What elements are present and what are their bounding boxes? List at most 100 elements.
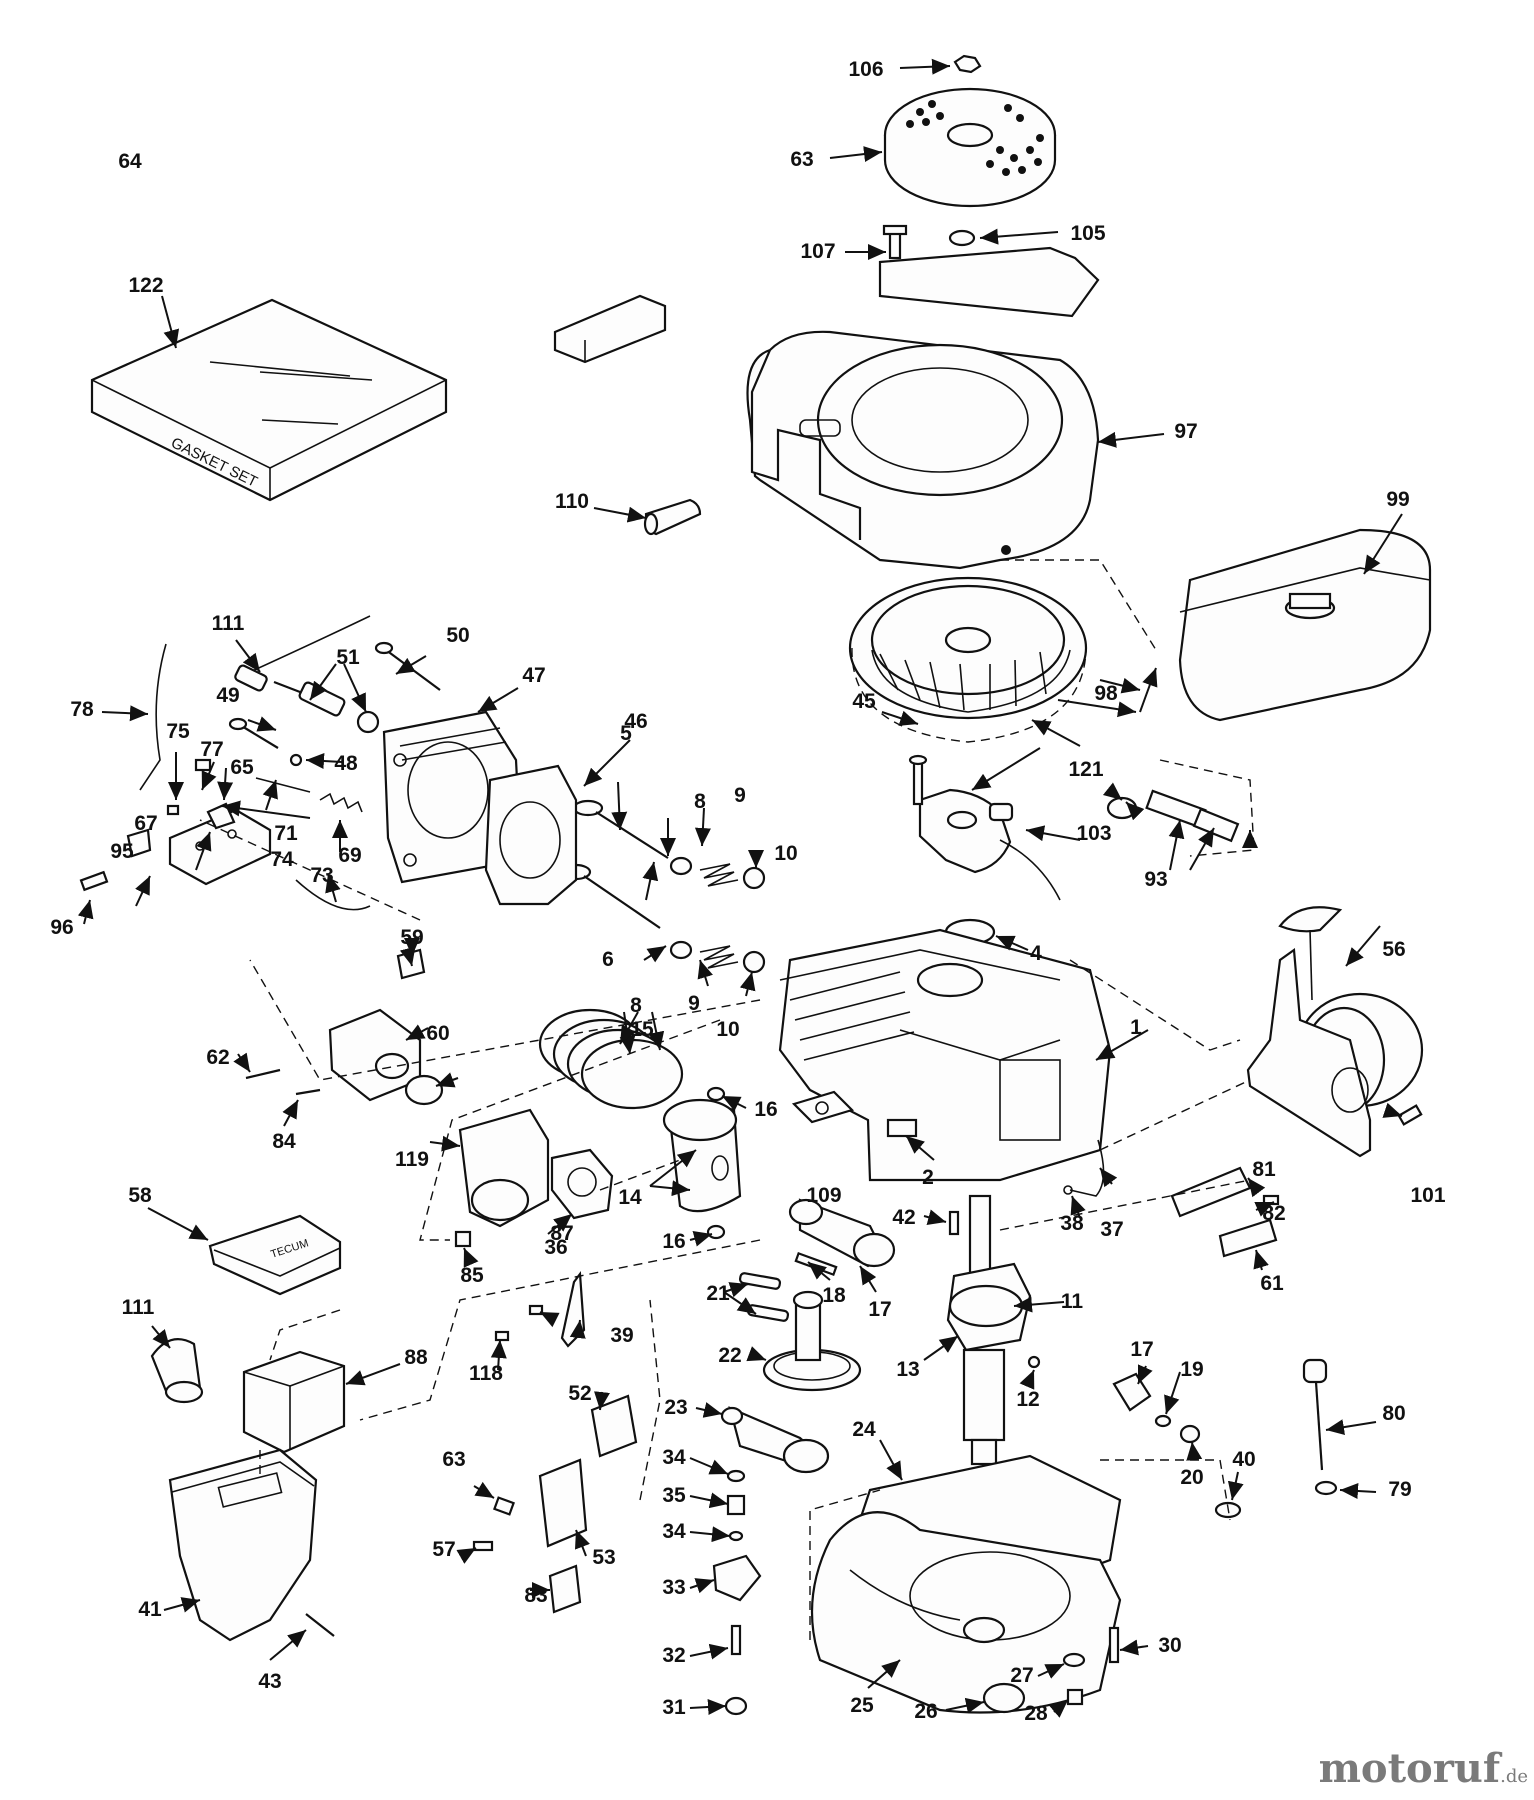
callout-label: 38	[1060, 1212, 1084, 1235]
callout-label: 21	[706, 1282, 730, 1305]
callout-label: 34	[662, 1446, 686, 1469]
camshaft	[762, 1290, 862, 1392]
callout-label: 61	[1260, 1272, 1284, 1295]
recoil-starter	[1246, 906, 1424, 1158]
callout-label: 93	[1144, 868, 1167, 891]
callout-label: 105	[1070, 222, 1105, 245]
callout-label: 110	[555, 490, 589, 513]
callout-label: 122	[128, 274, 163, 297]
washer-79	[1314, 1480, 1338, 1496]
callout-label: 81	[1252, 1158, 1276, 1181]
valve-train	[560, 799, 766, 974]
callout-label: 27	[1010, 1664, 1033, 1687]
intake-screen	[882, 54, 1057, 260]
callout-label: 87	[550, 1222, 573, 1245]
callout-label: 60	[426, 1022, 449, 1045]
callout-label: 63	[442, 1448, 465, 1471]
callout-label: 17	[868, 1298, 891, 1321]
callout-label: 96	[50, 916, 73, 939]
callout-label: 35	[662, 1484, 686, 1507]
callout-label: 11	[1061, 1290, 1084, 1313]
callout-label: 24	[852, 1418, 876, 1441]
callout-label: 71	[274, 822, 298, 845]
callout-label: 95	[110, 840, 134, 863]
callout-label: 37	[1100, 1218, 1123, 1241]
callout-label: 69	[338, 844, 361, 867]
callout-label: 119	[395, 1148, 429, 1171]
callout-label: 34	[662, 1520, 686, 1543]
pin-12	[1027, 1355, 1041, 1369]
callout-label: 56	[1382, 938, 1405, 961]
callout-label: 25	[850, 1694, 874, 1717]
callout-label: 107	[800, 240, 835, 263]
connecting-rod	[788, 1198, 896, 1277]
callout-label: 15	[630, 1018, 654, 1041]
spark-plug	[273, 680, 380, 734]
callout-label: 78	[70, 698, 94, 721]
callout-label: 28	[1024, 1702, 1048, 1725]
callout-arrows	[77, 58, 1403, 1718]
callout-label: 106	[848, 58, 883, 81]
callout-label: 36	[544, 1236, 567, 1259]
callout-label: 17	[1130, 1338, 1153, 1361]
screw-103	[1397, 1104, 1423, 1126]
air-cleaner-cover: TECUM	[208, 1214, 342, 1296]
callout-label: 39	[610, 1324, 633, 1347]
callout-label: 75	[166, 720, 190, 743]
callout-label: 49	[216, 684, 239, 707]
callout-label: 80	[1382, 1402, 1405, 1425]
air-filter-element	[242, 1350, 346, 1454]
callout-label: 64	[118, 150, 142, 173]
intake-manifold	[245, 948, 444, 1106]
callout-label: 4	[1030, 942, 1042, 965]
washer-48	[289, 753, 303, 767]
piston-rings	[538, 1008, 684, 1110]
callout-label: 43	[258, 1670, 281, 1693]
bolt-45	[908, 754, 928, 806]
callout-label: 9	[734, 784, 746, 807]
callout-label: 82	[1262, 1202, 1285, 1225]
callout-label: 31	[662, 1696, 686, 1719]
callout-label: 48	[334, 752, 358, 775]
callout-label: 10	[716, 1018, 739, 1041]
callout-label: 63	[790, 148, 813, 171]
watermark-brand: motoruf	[1318, 1745, 1501, 1792]
fuel-line-hoses	[1106, 759, 1255, 857]
callout-label: 8	[630, 994, 642, 1017]
rod-cap	[1112, 1372, 1201, 1444]
callout-label: 1	[1130, 1016, 1142, 1039]
callout-label: 121	[1068, 758, 1103, 781]
callout-label: 52	[568, 1382, 591, 1405]
callout-label: 50	[446, 624, 469, 647]
watermark-suffix: .de	[1500, 1766, 1528, 1787]
callout-label: 12	[1016, 1388, 1039, 1411]
callout-label: 47	[522, 664, 545, 687]
spacer-tube	[643, 498, 702, 536]
carburetor	[454, 1108, 614, 1248]
callout-label: 32	[662, 1644, 685, 1667]
crankshaft	[946, 1194, 1032, 1466]
callout-label: 59	[400, 926, 423, 949]
crankcase-cover-base	[810, 1454, 1122, 1714]
callout-label: 14	[618, 1186, 642, 1209]
callout-label: 6	[602, 948, 614, 971]
callout-label: 45	[852, 690, 876, 713]
callout-label: 73	[310, 864, 333, 887]
callout-label: 65	[230, 756, 254, 779]
watermark-logo: motoruf.de	[1319, 1745, 1528, 1792]
callout-label: 13	[896, 1358, 919, 1381]
callout-label: 8	[694, 790, 706, 813]
cylinder-head	[382, 710, 522, 884]
governor-lever	[494, 1270, 586, 1348]
screw-43	[305, 1613, 335, 1637]
air-cleaner-body	[168, 1448, 318, 1642]
retainer-16-upper	[706, 1086, 726, 1102]
callout-label: 58	[128, 1184, 152, 1207]
callout-label: 101	[1410, 1184, 1445, 1207]
ignition-module	[918, 788, 1061, 901]
callout-label: 88	[404, 1346, 428, 1369]
speed-control-plate	[472, 1394, 638, 1614]
callout-label: 62	[206, 1046, 229, 1069]
callout-label: 74	[270, 848, 294, 871]
